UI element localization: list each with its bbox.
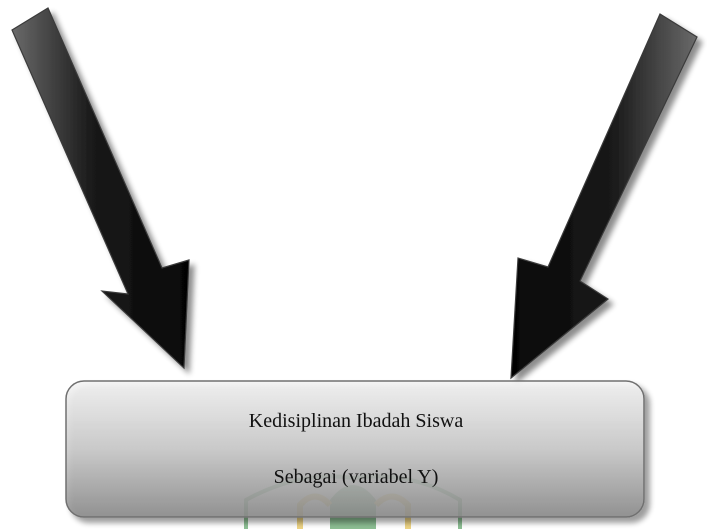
arrow-right [510,13,698,380]
box-title-line2: Sebagai (variabel Y) [273,466,439,488]
box-title-line1: Kedisiplinan Ibadah Siswa [248,410,464,432]
arrow-left [11,7,190,370]
variable-y-box [65,380,645,518]
